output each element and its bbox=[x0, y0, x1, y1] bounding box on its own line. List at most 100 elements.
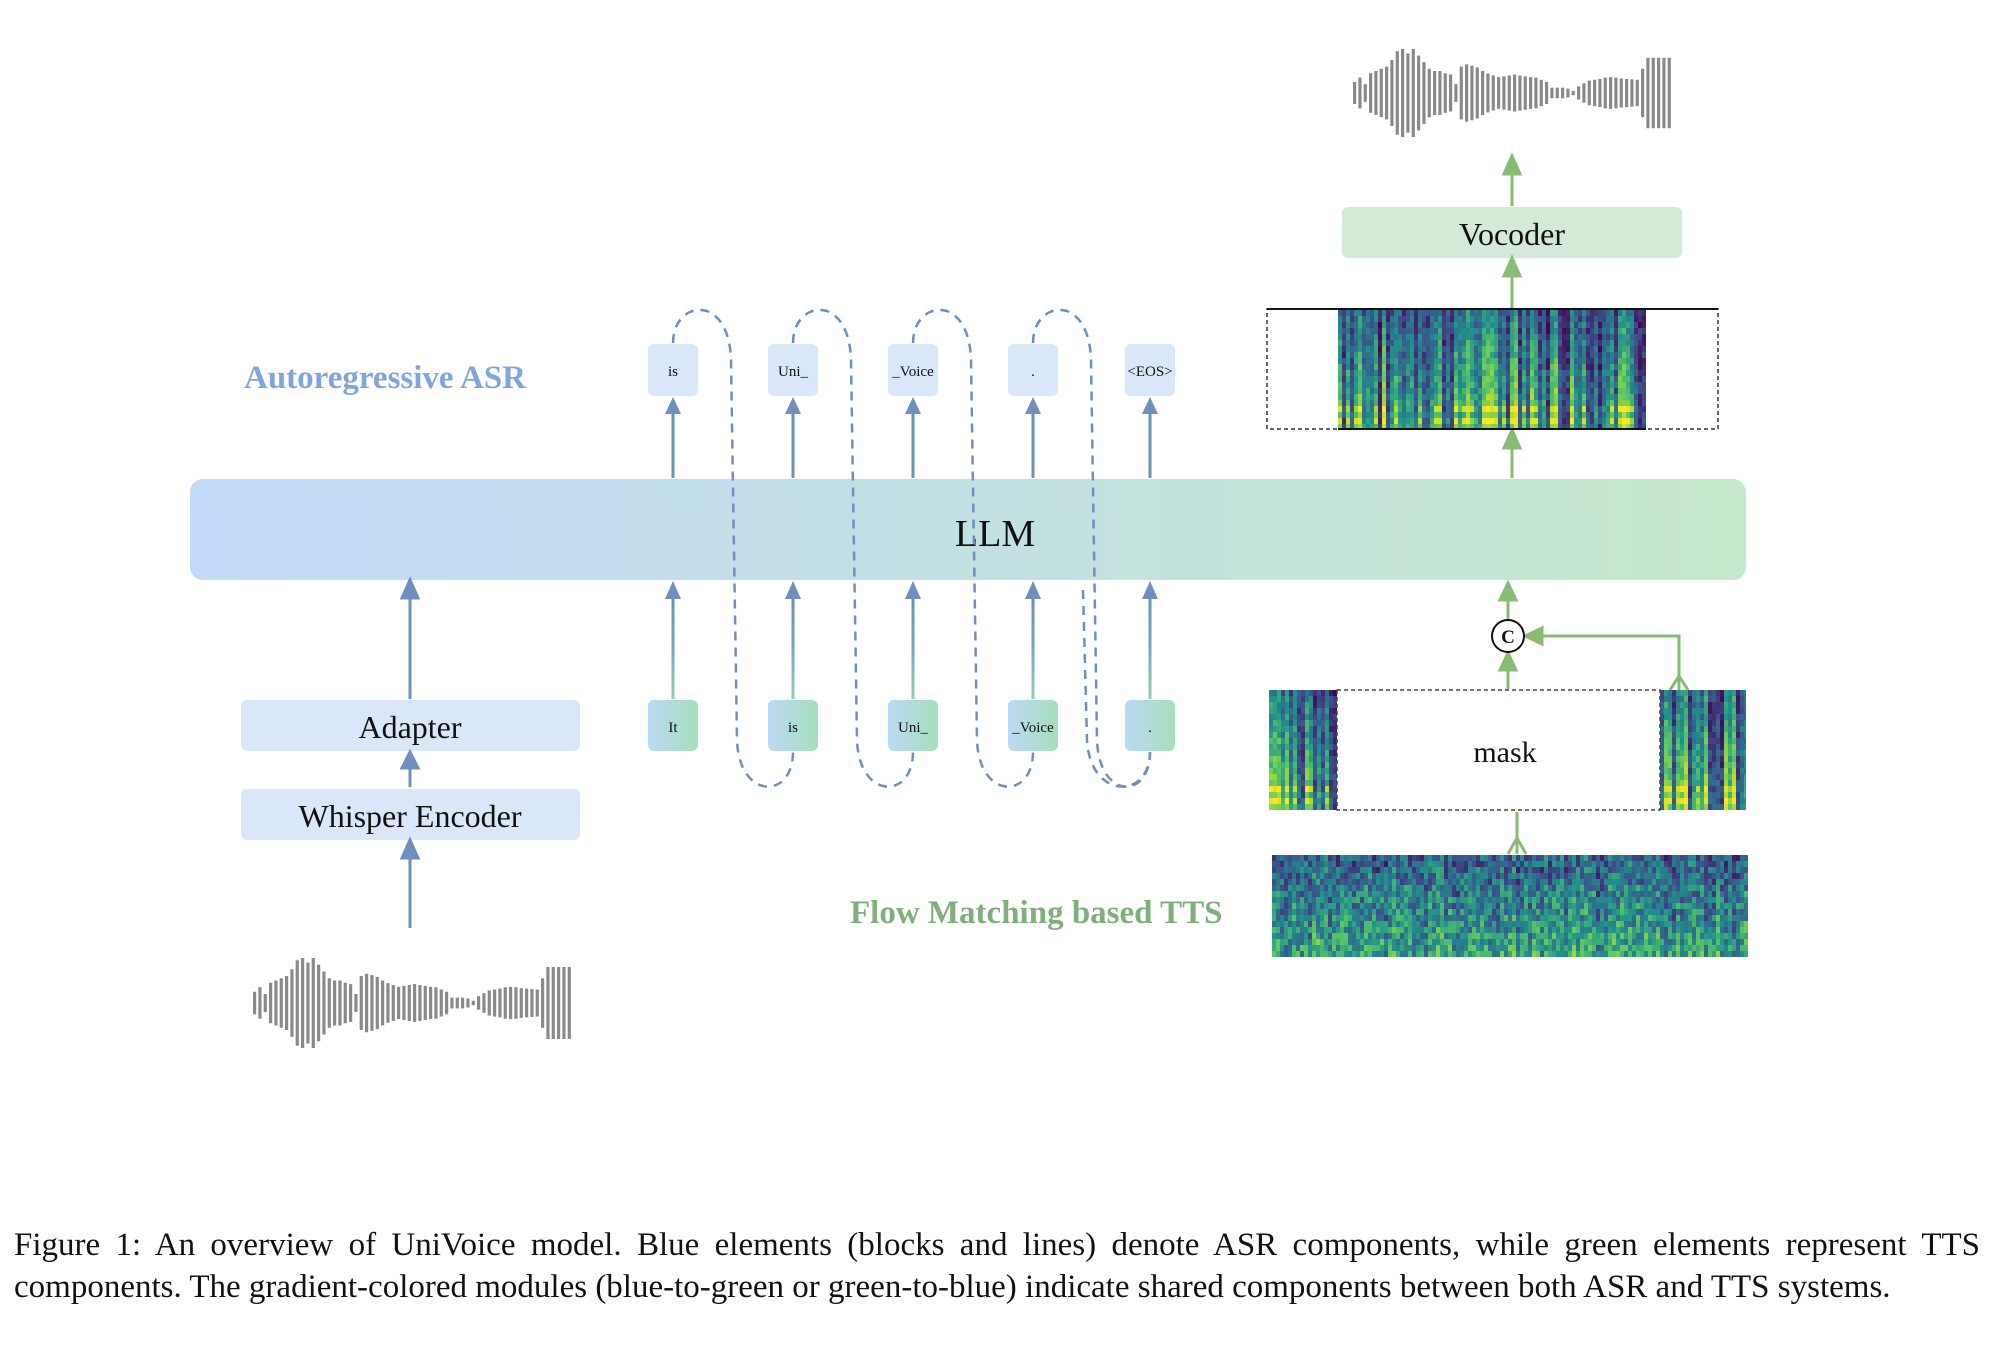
spectrogram-cell bbox=[1460, 909, 1464, 915]
spectrogram-cell bbox=[1624, 933, 1628, 939]
spectrogram-cell bbox=[1312, 939, 1316, 945]
spectrogram-cell bbox=[1366, 328, 1370, 334]
spectrogram-cell bbox=[1672, 804, 1676, 810]
spectrogram-cell bbox=[1366, 400, 1370, 406]
spectrogram-cell bbox=[1408, 951, 1412, 957]
spectrogram-cell bbox=[1448, 951, 1452, 957]
spectrogram-cell bbox=[1536, 945, 1540, 951]
spectrogram-cell bbox=[1570, 334, 1574, 340]
spectrogram-cell bbox=[1289, 750, 1293, 756]
spectrogram-cell bbox=[1382, 334, 1386, 340]
spectrogram-cell bbox=[1664, 708, 1668, 714]
spectrogram-cell bbox=[1436, 915, 1440, 921]
spectrogram-cell bbox=[1558, 418, 1562, 424]
spectrogram-cell bbox=[1338, 328, 1342, 334]
spectrogram-cell bbox=[1372, 885, 1376, 891]
spectrogram-cell bbox=[1456, 933, 1460, 939]
waveform-bar bbox=[503, 987, 507, 1019]
spectrogram-cell bbox=[1594, 370, 1598, 376]
spectrogram-cell bbox=[1514, 376, 1518, 382]
spectrogram-cell bbox=[1562, 412, 1566, 418]
spectrogram-cell bbox=[1414, 376, 1418, 382]
spectrogram-cell bbox=[1426, 424, 1430, 429]
spectrogram-cell bbox=[1398, 418, 1402, 424]
spectrogram-cell bbox=[1716, 855, 1720, 861]
spectrogram-cell bbox=[1346, 376, 1350, 382]
spectrogram-cell bbox=[1321, 714, 1325, 720]
spectrogram-cell bbox=[1540, 867, 1544, 873]
spectrogram-cell bbox=[1594, 400, 1598, 406]
spectrogram-cell bbox=[1333, 762, 1337, 768]
spectrogram-cell bbox=[1716, 762, 1720, 768]
spectrogram-cell bbox=[1582, 346, 1586, 352]
spectrogram-cell bbox=[1293, 738, 1297, 744]
spectrogram-cell bbox=[1628, 921, 1632, 927]
spectrogram-cell bbox=[1456, 867, 1460, 873]
spectrogram-cell bbox=[1490, 388, 1494, 394]
spectrogram-cell bbox=[1476, 879, 1480, 885]
spectrogram-cell bbox=[1618, 352, 1622, 358]
spectrogram-cell bbox=[1364, 885, 1368, 891]
spectrogram-cell bbox=[1596, 897, 1600, 903]
spectrogram-cell bbox=[1688, 756, 1692, 762]
spectrogram-cell bbox=[1640, 933, 1644, 939]
spectrogram-cell bbox=[1594, 352, 1598, 358]
spectrogram-cell bbox=[1313, 750, 1317, 756]
spectrogram-cell bbox=[1624, 885, 1628, 891]
spectrogram-cell bbox=[1462, 388, 1466, 394]
spectrogram-cell bbox=[1404, 861, 1408, 867]
spectrogram-cell bbox=[1470, 382, 1474, 388]
spectrogram-cell bbox=[1680, 696, 1684, 702]
spectrogram-cell bbox=[1462, 340, 1466, 346]
spectrogram-cell bbox=[1606, 424, 1610, 429]
spectrogram-cell bbox=[1704, 921, 1708, 927]
spectrogram-cell bbox=[1484, 897, 1488, 903]
spectrogram-cell bbox=[1538, 358, 1542, 364]
spectrogram-cell bbox=[1313, 804, 1317, 810]
spectrogram-cell bbox=[1313, 720, 1317, 726]
spectrogram-cell bbox=[1436, 927, 1440, 933]
spectrogram-cell bbox=[1490, 406, 1494, 412]
spectrogram-cell bbox=[1634, 406, 1638, 412]
spectrogram-cell bbox=[1582, 310, 1586, 316]
spectrogram-cell bbox=[1288, 951, 1292, 957]
spectrogram-cell bbox=[1590, 418, 1594, 424]
spectrogram-cell bbox=[1664, 885, 1668, 891]
spectrogram-cell bbox=[1320, 951, 1324, 957]
spectrogram-cell bbox=[1516, 933, 1520, 939]
spectrogram-cell bbox=[1680, 792, 1684, 798]
spectrogram-cell bbox=[1446, 376, 1450, 382]
spectrogram-cell bbox=[1652, 879, 1656, 885]
spectrogram-cell bbox=[1350, 352, 1354, 358]
spectrogram-cell bbox=[1402, 406, 1406, 412]
spectrogram-cell bbox=[1606, 388, 1610, 394]
spectrogram-cell bbox=[1676, 909, 1680, 915]
spectrogram-cell bbox=[1588, 855, 1592, 861]
spectrogram-cell bbox=[1704, 768, 1708, 774]
spectrogram-cell bbox=[1588, 951, 1592, 957]
spectrogram-cell bbox=[1740, 726, 1744, 732]
spectrogram-cell bbox=[1384, 927, 1388, 933]
spectrogram-cell bbox=[1616, 897, 1620, 903]
spectrogram-cell bbox=[1498, 334, 1502, 340]
spectrogram-cell bbox=[1410, 388, 1414, 394]
spectrogram-cell bbox=[1340, 867, 1344, 873]
spectrogram-cell bbox=[1728, 792, 1732, 798]
spectrogram-cell bbox=[1668, 768, 1672, 774]
spectrogram-cell bbox=[1313, 792, 1317, 798]
spectrogram-cell bbox=[1638, 322, 1642, 328]
spectrogram-cell bbox=[1480, 945, 1484, 951]
spectrogram-cell bbox=[1576, 861, 1580, 867]
input-token: is bbox=[768, 581, 818, 751]
spectrogram-cell bbox=[1350, 346, 1354, 352]
spectrogram-cell bbox=[1458, 334, 1462, 340]
spectrogram-cell bbox=[1276, 945, 1280, 951]
spectrogram-cell bbox=[1672, 696, 1676, 702]
spectrogram-cell bbox=[1292, 867, 1296, 873]
spectrogram-cell bbox=[1338, 364, 1342, 370]
spectrogram-cell bbox=[1285, 804, 1289, 810]
spectrogram-cell bbox=[1744, 921, 1748, 927]
spectrogram-cell bbox=[1336, 867, 1340, 873]
spectrogram-cell bbox=[1308, 897, 1312, 903]
spectrogram-cell bbox=[1600, 927, 1604, 933]
